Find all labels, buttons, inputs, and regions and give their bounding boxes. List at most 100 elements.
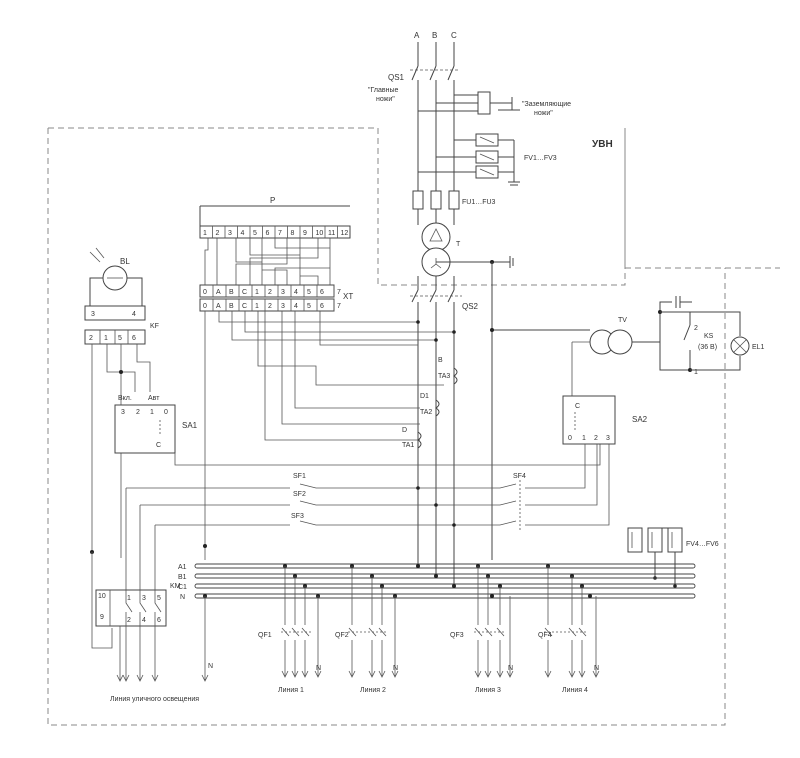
km-term-6: 6	[157, 617, 161, 624]
qf-label: QF3	[450, 632, 464, 639]
uvn-label: УВН	[592, 139, 613, 150]
qf-label: QF4	[538, 632, 552, 639]
xt-top-terminal: 7	[337, 289, 341, 296]
xt-bottom-terminal: 1	[255, 303, 259, 310]
p-terminal: 4	[241, 230, 245, 237]
current-transformers: B TA3 D1 TA2 D TA1	[402, 357, 458, 449]
sa2-label: SA2	[632, 415, 648, 424]
feeder-n-label: N	[508, 665, 513, 672]
km-term-4: 4	[142, 617, 146, 624]
enclosure-frames	[47, 127, 780, 726]
fv4-fv6-label: FV4…FV6	[686, 541, 719, 548]
sf3-label: SF3	[291, 513, 304, 520]
p-terminal: 9	[303, 230, 307, 237]
km-term-1: 1	[127, 595, 131, 602]
sf4-label: SF4	[513, 473, 526, 480]
feeder-line-label: Линия 1	[278, 687, 304, 694]
p-terminal: 1	[203, 230, 207, 237]
bus-c1-label: C1	[178, 584, 187, 591]
bus-b1-label: B1	[178, 574, 187, 581]
ta1-sub: D	[402, 427, 407, 434]
sf1-label: SF1	[293, 473, 306, 480]
xt-bottom-terminal: 0	[203, 303, 207, 310]
sa1-c: C	[156, 442, 161, 449]
ta2-sub: D1	[420, 393, 429, 400]
p-terminal: 7	[278, 230, 282, 237]
bus-n-label: N	[180, 594, 185, 601]
xt-top-terminal: 4	[294, 289, 298, 296]
km-term-3: 3	[142, 595, 146, 602]
xt-bottom-terminal: 2	[268, 303, 272, 310]
feeder-line-label: Линия 3	[475, 687, 501, 694]
qs1-label: QS1	[388, 73, 405, 82]
feeder-line-label: Линия 2	[360, 687, 386, 694]
kf-bottom-6: 6	[132, 335, 136, 342]
xt-bottom-terminal: 3	[281, 303, 285, 310]
kf-bottom-1: 1	[104, 335, 108, 342]
ks-term-2: 2	[694, 325, 698, 332]
xt-top-terminal: 3	[281, 289, 285, 296]
qs1-main-knives-line1: "Главные	[368, 87, 398, 94]
km-term-10: 10	[98, 593, 106, 600]
km-contactor: 10 1 3 5 9 2 4 6 KM Линия уличного освещ…	[91, 552, 213, 703]
sa2-term-2: 2	[594, 435, 598, 442]
xt-top-terminal: A	[216, 289, 221, 296]
qs1-main-knives-line2: ножи"	[376, 96, 395, 103]
kf-label: KF	[150, 323, 159, 330]
p-terminal: 11	[328, 230, 335, 237]
p-terminal: 5	[253, 230, 257, 237]
p-terminal: 10	[316, 230, 324, 237]
kf-bottom-5: 5	[118, 335, 122, 342]
qf-label: QF1	[258, 632, 272, 639]
xt-top-terminal: 6	[320, 289, 324, 296]
sa1-label: SA1	[182, 421, 198, 430]
qs2-label: QS2	[462, 302, 479, 311]
sa2-term-0: 0	[568, 435, 572, 442]
sa2-c: C	[575, 403, 580, 410]
xt-top-terminal: 5	[307, 289, 311, 296]
sa2-switch: C 0 1 2 3 SA2	[525, 395, 648, 526]
transformer-label: T	[456, 241, 461, 248]
feeder-n-label: N	[316, 665, 321, 672]
phase-b-label: B	[432, 31, 437, 40]
kf-top-3: 3	[91, 311, 95, 318]
fu1-fu3-fuses: FU1…FU3	[412, 190, 496, 225]
kf-bottom-2: 2	[89, 335, 93, 342]
transformer-t: T	[417, 222, 514, 560]
xt-bottom-terminal: A	[216, 303, 221, 310]
phase-a-label: A	[414, 31, 420, 40]
kf-top-4: 4	[132, 311, 136, 318]
block-xt-label: XT	[343, 292, 353, 301]
xt-bottom-terminal: 5	[307, 303, 311, 310]
xt-bottom-terminal: 7	[337, 303, 341, 310]
sa2-term-1: 1	[582, 435, 586, 442]
fv1-fv3-arresters: FV1…FV3	[418, 133, 557, 186]
xt-top-terminal: B	[229, 289, 234, 296]
xt-wiring	[204, 311, 456, 560]
xt-bottom-terminal: B	[229, 303, 234, 310]
qs2-switch: QS2	[410, 289, 479, 585]
feeder-n-label: N	[594, 665, 599, 672]
sa1-term-1: 1	[150, 409, 154, 416]
sf2-label: SF2	[293, 491, 306, 498]
fv4-fv6-arresters: FV4…FV6	[627, 527, 719, 588]
qf-label: QF2	[335, 632, 349, 639]
sa1-term-3: 3	[121, 409, 125, 416]
p-terminal: 3	[228, 230, 232, 237]
bl-label: BL	[120, 257, 130, 266]
xt-bottom-terminal: 4	[294, 303, 298, 310]
km-term-2: 2	[127, 617, 131, 624]
p-terminal: 8	[291, 230, 295, 237]
bl-photo-sensor: BL	[89, 247, 143, 306]
xt-bottom-terminal: 6	[320, 303, 324, 310]
sa1-on-label: Вкл.	[118, 395, 132, 402]
ta2-label: TA2	[420, 409, 432, 416]
ks-term-1: 1	[694, 369, 698, 376]
sa1-auto-label: Авт	[148, 395, 160, 402]
ks-voltage: (36 В)	[698, 344, 717, 351]
km-term-9: 9	[100, 614, 104, 621]
